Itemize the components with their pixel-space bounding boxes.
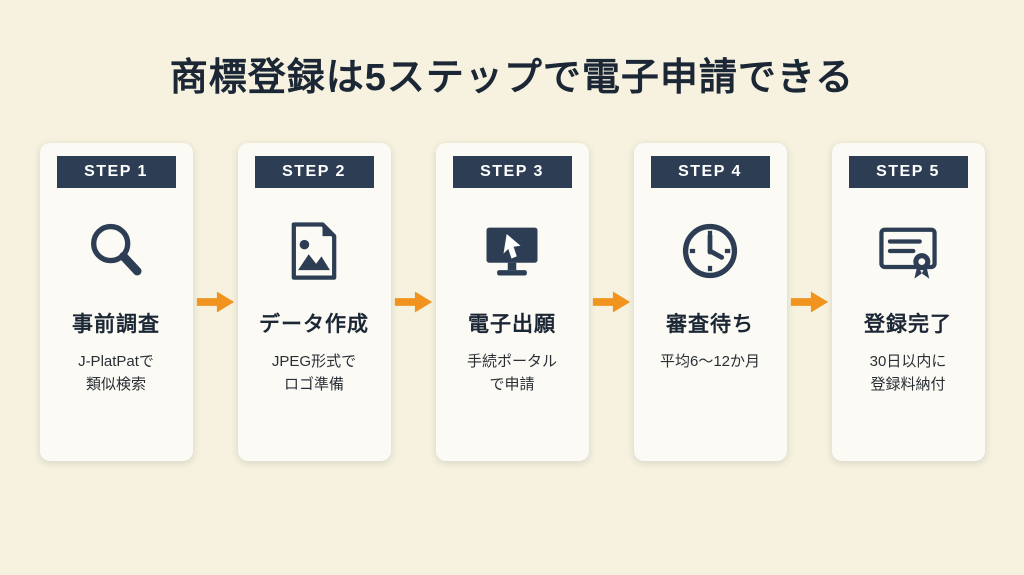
step-badge: STEP 2 [254,156,374,188]
step-title: データ作成 [259,313,369,336]
step-title: 登録完了 [864,313,952,336]
steps-row: STEP 1 事前調査 J-PlatPatで 類似検索 STEP 2 [0,143,1024,461]
step-description: J-PlatPatで 類似検索 [78,353,154,394]
step-badge: STEP 4 [650,156,770,188]
image-file-icon [280,214,348,288]
step-title: 審査待ち [666,313,754,336]
step-card-2: STEP 2 データ作成 JPEG形式で ロゴ準備 [237,143,391,461]
step-title: 事前調査 [72,313,160,336]
arrow-icon [391,143,436,461]
step-card-3: STEP 3 電子出願 手続ポータル で申請 [435,143,589,461]
step-card-5: STEP 5 登録完了 30日以内に 登録料納付 [831,143,985,461]
arrow-icon [193,143,238,461]
step-description: 30日以内に 登録料納付 [869,353,947,394]
step-badge: STEP 3 [452,156,572,188]
step-title: 電子出願 [468,313,556,336]
arrow-icon [589,143,634,461]
step-badge: STEP 1 [56,156,176,188]
arrow-icon [787,143,832,461]
step-badge: STEP 5 [848,156,968,188]
magnifier-icon [82,214,150,288]
clock-icon [676,214,744,288]
step-description: JPEG形式で ロゴ準備 [271,353,357,394]
step-description: 手続ポータル で申請 [466,353,557,394]
monitor-cursor-icon [478,214,546,288]
certificate-icon [874,214,942,288]
step-description: 平均6〜12か月 [659,353,761,370]
step-card-1: STEP 1 事前調査 J-PlatPatで 類似検索 [39,143,193,461]
step-card-4: STEP 4 審査待ち 平均6〜12か月 [633,143,787,461]
page-title: 商標登録は5ステップで電子申請できる [169,57,855,99]
